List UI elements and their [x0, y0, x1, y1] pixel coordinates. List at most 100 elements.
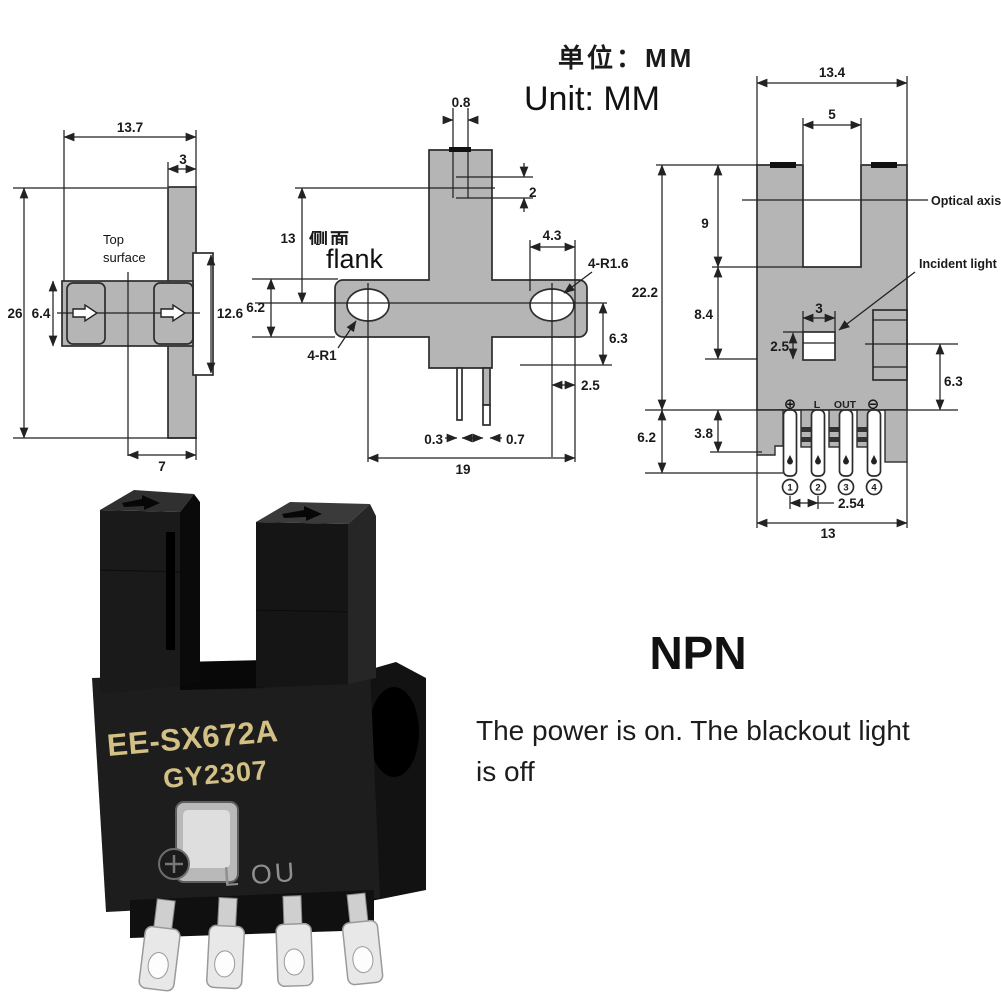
unit-label-original: 单位：MM — [558, 44, 695, 73]
svg-text:13: 13 — [280, 231, 296, 246]
dim-label: 12.6 — [217, 306, 244, 321]
dim-7: 7 — [127, 438, 197, 474]
svg-text:13: 13 — [820, 526, 836, 541]
dim-8-4: 8.4 — [694, 266, 757, 360]
dim-3: 3 — [167, 152, 197, 186]
svg-text:3.8: 3.8 — [694, 426, 713, 441]
dim-13-4: 13.4 — [756, 65, 908, 165]
note-4-r1: 4-R1 — [307, 320, 357, 363]
svg-text:13.4: 13.4 — [819, 65, 846, 80]
svg-text:Top: Top — [103, 232, 124, 247]
svg-text:22.2: 22.2 — [632, 285, 658, 300]
svg-text:surface: surface — [103, 250, 146, 265]
dim-3-8: 3.8 — [694, 409, 762, 453]
terminal-pin — [206, 897, 246, 990]
svg-text:2: 2 — [529, 185, 537, 200]
dim-6-3-front: 6.3 — [865, 343, 963, 411]
translation-patch — [306, 244, 398, 278]
sensor-base — [92, 668, 380, 912]
side-view-body — [334, 149, 588, 369]
connector-detail — [872, 309, 908, 381]
terminal-pin — [138, 898, 181, 992]
top-mark-right — [871, 162, 897, 168]
dim-label: 13.7 — [117, 120, 143, 135]
svg-text:2.54: 2.54 — [838, 496, 865, 511]
svg-text:2.5: 2.5 — [770, 339, 789, 354]
svg-text:6.2: 6.2 — [637, 430, 656, 445]
dim-2-54: 2.54 — [789, 496, 865, 511]
adjuster-button — [175, 801, 239, 883]
svg-text:3: 3 — [815, 301, 823, 316]
dim-2: 2 — [519, 163, 537, 212]
dim-label: 6.4 — [32, 306, 51, 321]
note-4-r1-6: 4-R1.6 — [563, 256, 629, 294]
translation-patch — [516, 74, 698, 126]
front-view-drawing: Optical axis Incident light 13.4 5 — [632, 65, 1001, 541]
side-view-pins — [456, 367, 491, 426]
svg-text:9: 9 — [701, 216, 709, 231]
arrow-mark-icon — [122, 495, 160, 510]
dim-2-5: 2.5 — [551, 378, 600, 393]
top-view-drawing: 13.7 3 26 6.4 12.6 — [7, 120, 243, 474]
svg-text:Incident light: Incident light — [919, 257, 998, 271]
dim-label: 26 — [7, 306, 23, 321]
dim-4-3: 4.3 — [529, 228, 576, 390]
optical-direction-arrow-icon — [72, 303, 187, 323]
dim-label: 7 — [158, 459, 166, 474]
dim-5: 5 — [802, 107, 862, 164]
svg-text:4-R1.6: 4-R1.6 — [588, 256, 629, 271]
terminal-pin — [275, 895, 314, 988]
dim-13: 13 — [280, 187, 495, 304]
svg-text:4: 4 — [871, 483, 877, 494]
svg-text:2.5: 2.5 — [581, 378, 600, 393]
top-view-tab — [192, 252, 214, 376]
dim-6-4: 6.4 — [32, 280, 58, 347]
dim-13-base: 13 — [756, 455, 908, 541]
mount-hole-top — [369, 687, 419, 777]
left-prong — [99, 490, 200, 694]
svg-text:0.3: 0.3 — [424, 432, 443, 447]
arrow-mark-icon — [282, 506, 322, 521]
side-view-label: flank — [326, 244, 384, 274]
svg-text:L: L — [814, 399, 821, 411]
dim-6-3: 6.3 — [520, 302, 628, 366]
output-type-title: NPN — [649, 627, 747, 679]
dim-26: 26 — [7, 187, 197, 439]
terminal-block — [130, 890, 374, 938]
dim-6-2: 6.2 — [246, 278, 338, 338]
front-view-body — [756, 164, 908, 411]
terminal-numbers: 1 2 3 4 — [781, 478, 883, 496]
dim-12-6: 12.6 — [206, 254, 244, 374]
unit-label: Unit: MM — [524, 80, 660, 118]
dim-0-3: 0.3 — [424, 432, 474, 447]
svg-text:3: 3 — [843, 483, 848, 494]
screw-icon — [158, 848, 190, 880]
terminal-pin — [341, 892, 384, 986]
svg-text:4.3: 4.3 — [543, 228, 562, 243]
right-prong — [255, 502, 376, 688]
minus-terminal-icon: ⊖ — [867, 396, 880, 413]
svg-text:1: 1 — [787, 483, 793, 494]
dim-9: 9 — [656, 164, 803, 268]
panel-print: L OU — [222, 857, 298, 892]
dim-6-2-front: 6.2 — [637, 409, 783, 474]
svg-text:0.8: 0.8 — [452, 95, 471, 110]
side-view-drawing: 0.8 2 13 4.3 — [246, 95, 629, 477]
svg-text:4-R1: 4-R1 — [307, 348, 337, 363]
svg-text:6.2: 6.2 — [246, 300, 265, 315]
dimension-drawings: 13.7 3 26 6.4 12.6 — [7, 65, 1001, 541]
product-photo: EE-SX672A GY2307 L OU — [92, 490, 426, 992]
plus-terminal-icon: ⊕ — [784, 396, 797, 413]
dim-2-5-window: 2.5 — [770, 332, 798, 360]
sensor-body: EE-SX672A GY2307 L OU — [92, 490, 426, 992]
svg-text:8.4: 8.4 — [694, 307, 713, 322]
top-surface-label: Top surface — [95, 228, 150, 272]
incident-light-callout: Incident light — [838, 257, 998, 331]
top-mark-left — [770, 162, 796, 168]
svg-text:Optical axis: Optical axis — [931, 194, 1001, 208]
output-description: The power is on. The blackout light is o… — [476, 715, 910, 787]
optical-axis-callout: Optical axis — [742, 194, 1001, 208]
svg-text:19: 19 — [455, 462, 470, 477]
dim-3-window: 3 — [802, 301, 836, 332]
